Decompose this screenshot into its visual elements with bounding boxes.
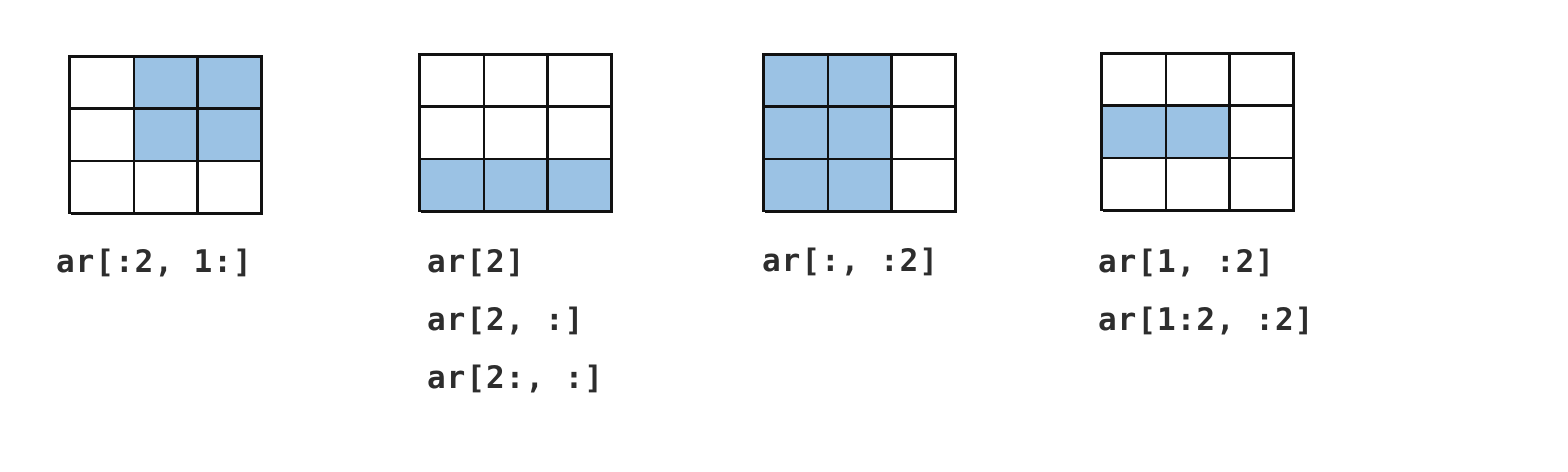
array-cell (893, 108, 957, 161)
slice-expression: ar[2] (427, 244, 526, 280)
array-cell (893, 56, 957, 108)
highlighted-cell (829, 108, 893, 161)
array-grid (1100, 52, 1295, 212)
highlighted-cell (765, 160, 830, 213)
highlighted-cell (199, 110, 263, 163)
array-cell (71, 162, 136, 215)
slice-labels-3: ar[:, :2] (762, 232, 939, 290)
array-cell (1103, 159, 1168, 212)
slice-expression: ar[2:, :] (427, 360, 604, 396)
slice-labels-1: ar[:2, 1:] (56, 233, 253, 291)
array-cell (135, 162, 199, 215)
array-cell (421, 108, 486, 161)
slice-expression: ar[:2, 1:] (56, 244, 253, 280)
array-grid (762, 53, 957, 213)
array-cell (1231, 55, 1295, 107)
array-cell (1231, 107, 1295, 160)
slice-labels-4: ar[1, :2] ar[1:2, :2] (1098, 233, 1314, 349)
slice-labels-2: ar[2] ar[2, :] ar[2:, :] (427, 233, 604, 407)
slice-panel-2 (418, 53, 613, 213)
highlighted-cell (765, 56, 830, 108)
highlighted-cell (1167, 107, 1231, 160)
highlighted-cell (135, 110, 199, 163)
array-cell (1231, 159, 1295, 212)
array-cell (1167, 159, 1231, 212)
array-cell (893, 160, 957, 213)
array-cell (71, 110, 136, 163)
array-grid (418, 53, 613, 213)
slice-expression: ar[1, :2] (1098, 244, 1275, 280)
highlighted-cell (199, 58, 263, 110)
highlighted-cell (421, 160, 486, 213)
array-cell (1167, 55, 1231, 107)
array-cell (485, 56, 549, 108)
slice-panel-1 (68, 55, 263, 215)
array-cell (199, 162, 263, 215)
highlighted-cell (829, 56, 893, 108)
array-cell (71, 58, 136, 110)
slice-expression: ar[1:2, :2] (1098, 302, 1315, 338)
array-cell (549, 108, 613, 161)
highlighted-cell (765, 108, 830, 161)
array-cell (1103, 55, 1168, 107)
highlighted-cell (135, 58, 199, 110)
highlighted-cell (549, 160, 613, 213)
array-cell (421, 56, 486, 108)
array-cell (485, 108, 549, 161)
slice-panel-4 (1100, 52, 1295, 212)
slice-expression: ar[:, :2] (762, 243, 939, 279)
array-grid (68, 55, 263, 215)
highlighted-cell (1103, 107, 1168, 160)
array-cell (549, 56, 613, 108)
slice-expression: ar[2, :] (427, 302, 585, 338)
highlighted-cell (829, 160, 893, 213)
slice-panel-3 (762, 53, 957, 213)
highlighted-cell (485, 160, 549, 213)
